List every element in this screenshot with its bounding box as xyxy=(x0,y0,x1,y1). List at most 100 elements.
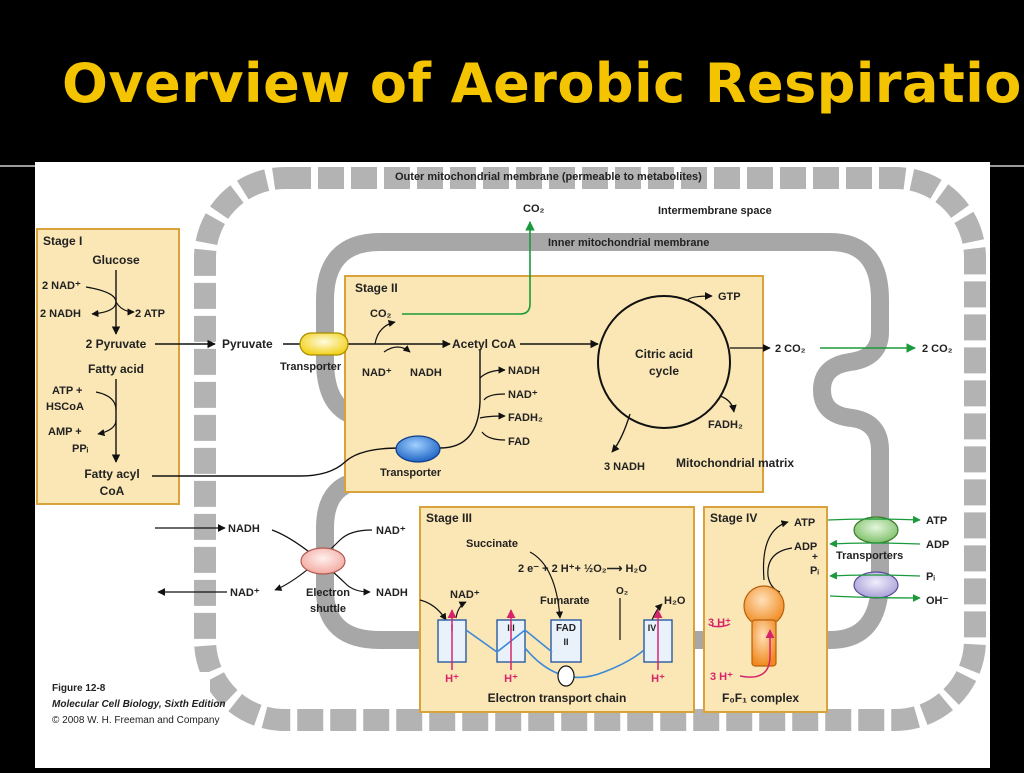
stage1-amp: AMP + xyxy=(48,426,82,438)
shuttle-nad-right: NAD⁺ xyxy=(376,525,406,537)
atp-curve-2 xyxy=(95,391,117,411)
pi-out: Pᵢ xyxy=(926,571,935,583)
citric-acid-cycle-circle xyxy=(597,295,731,429)
shuttle-cross-2 xyxy=(274,529,373,591)
stage1-hscoa: HSCoA xyxy=(46,401,84,413)
outer-membrane-label: Outer mitochondrial membrane (permeable … xyxy=(395,171,702,183)
stage3-nad: NAD⁺ xyxy=(450,589,480,601)
acyl-transporter xyxy=(395,435,441,463)
caption-figure: Figure 12-8 xyxy=(52,683,106,694)
transporter-top-label: Transporter xyxy=(280,361,342,373)
cycle-nadh-arrow xyxy=(611,413,631,453)
stage1-box xyxy=(36,228,180,505)
caption-copyright: © 2008 W. H. Freeman and Company xyxy=(52,715,219,726)
f0-proton-top xyxy=(711,623,731,628)
oh-export-arrow xyxy=(829,594,921,602)
cycle-label-1: Citric acid xyxy=(635,347,693,361)
atp-adp-transporter xyxy=(853,516,899,544)
atp-out: ATP xyxy=(926,515,947,527)
glucose-label: Glucose xyxy=(92,253,140,267)
nad-nadh-curve xyxy=(383,345,411,353)
divider-left xyxy=(0,165,35,167)
fumarate-label: Fumarate xyxy=(540,595,590,607)
transporter-bottom-label: Transporter xyxy=(380,467,442,479)
complex-4-label: IV xyxy=(648,623,657,633)
beta-fadh2-curve xyxy=(479,412,506,420)
stage2-nadh: NADH xyxy=(410,367,442,379)
stage3-box xyxy=(419,506,695,713)
caption-book: Molecular Cell Biology, Sixth Edition xyxy=(52,699,226,710)
atp-curve xyxy=(115,301,135,316)
h-plus-1: H⁺ xyxy=(445,673,459,685)
atp-synthesis-curve xyxy=(762,520,789,581)
stage3-h2o: H₂O xyxy=(664,595,686,607)
cycle-nadh: 3 NADH xyxy=(604,461,645,473)
stage4-atp: ATP xyxy=(794,517,815,529)
acyl-coa-line xyxy=(152,447,401,477)
complex-2-label: II xyxy=(563,637,568,647)
f0-proton-arrow xyxy=(739,629,775,678)
stage1-heading: Stage I xyxy=(43,234,82,248)
title-bar: Overview of Aerobic Respiration xyxy=(0,0,1024,160)
co2-green-arrow xyxy=(402,221,535,315)
outer-membrane xyxy=(194,167,986,731)
oxygen-equation: 2 e⁻ + 2 H⁺+ ½O₂⟶ H₂O xyxy=(518,563,647,575)
stage1-atp-plus: ATP + xyxy=(52,385,82,397)
h3-top: 3 H⁺ xyxy=(708,617,731,629)
coa-label: CoA xyxy=(100,484,125,498)
stage1-atp: 2 ATP xyxy=(135,308,165,320)
stage4-plus: + xyxy=(812,552,818,563)
f0-stalk xyxy=(751,619,777,667)
cycle-label-2: cycle xyxy=(649,364,679,378)
stage4-pi: Pᵢ xyxy=(810,565,819,577)
stage2-nad: NAD⁺ xyxy=(362,367,392,379)
beta-fad-curve xyxy=(481,431,506,441)
shuttle-nad-out: NAD⁺ xyxy=(230,587,260,599)
stage2-co2: CO₂ xyxy=(370,308,392,320)
phosphate-transporter xyxy=(853,571,899,599)
co2-top: CO₂ xyxy=(523,203,545,215)
cycle-fadh2: FADH₂ xyxy=(708,419,743,431)
shuttle-cross-1 xyxy=(271,529,371,596)
acyl-to-acetyl-line xyxy=(439,350,481,449)
f0f1-label: F₀F₁ complex xyxy=(722,691,799,705)
co2-release-curve xyxy=(374,319,396,345)
cycle-co2: 2 CO₂ xyxy=(775,343,806,355)
fatty-acyl-label: Fatty acyl xyxy=(84,467,139,481)
beta-nad-curve xyxy=(483,393,506,401)
etc-label: Electron transport chain xyxy=(488,691,627,705)
stage2-fad: FAD xyxy=(508,436,530,448)
co2-out: 2 CO₂ xyxy=(922,343,953,355)
complex-2 xyxy=(550,619,582,663)
complex1-nadh-arrow xyxy=(419,599,447,621)
stage3-o2: O₂ xyxy=(616,586,628,597)
matrix-label: Mitochondrial matrix xyxy=(676,456,794,470)
stage2-nadh-2: NADH xyxy=(508,365,540,377)
shuttle-label-2: shuttle xyxy=(310,603,346,615)
divider-right xyxy=(990,165,1024,167)
caption-background xyxy=(40,672,210,732)
beta-nadh-curve xyxy=(479,366,506,379)
stage1-ppi: PPᵢ xyxy=(72,443,89,455)
complex-2-fad: FAD xyxy=(556,623,576,634)
adp-out: ADP xyxy=(926,539,949,551)
amp-curve xyxy=(97,419,117,437)
succinate-label: Succinate xyxy=(466,538,518,550)
electron-shuttle-oval xyxy=(300,547,346,575)
stage2-nad-2: NAD⁺ xyxy=(508,389,538,401)
shuttle-nadh-right: NADH xyxy=(376,587,408,599)
inner-membrane xyxy=(316,233,889,649)
succinate-arrow xyxy=(529,551,564,619)
intermembrane-label: Intermembrane space xyxy=(658,205,772,217)
stage3-heading: Stage III xyxy=(426,511,472,525)
respiration-figure: Outer mitochondrial membrane (permeable … xyxy=(35,162,990,768)
h-plus-4: H⁺ xyxy=(651,673,665,685)
inner-membrane-label: Inner mitochondrial membrane xyxy=(548,237,709,249)
adp-import-arrow xyxy=(829,539,921,548)
cycle-fadh2-arrow xyxy=(719,395,737,413)
h-plus-3: H⁺ xyxy=(504,673,518,685)
fatty-acid-label: Fatty acid xyxy=(88,362,144,376)
atp-export-arrow xyxy=(827,515,921,524)
pyruvate-transporter xyxy=(299,332,349,356)
stage1-nadh: 2 NADH xyxy=(40,308,81,320)
